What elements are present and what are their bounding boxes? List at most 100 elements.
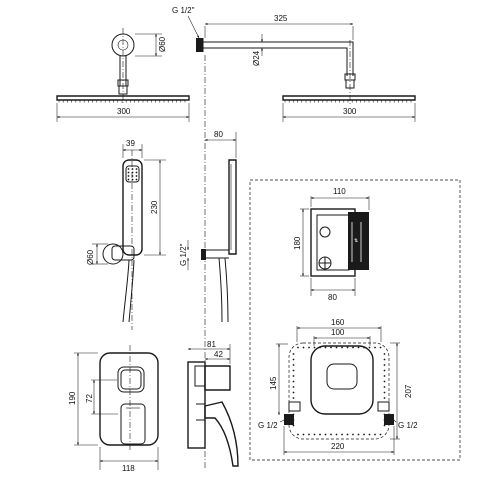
outline-dot bbox=[319, 433, 321, 436]
outline-dot bbox=[368, 433, 371, 436]
outline-dot bbox=[292, 386, 295, 388]
box-total-width-label: 220 bbox=[331, 442, 345, 451]
outline-dot bbox=[297, 346, 299, 349]
box-depth-label: 80 bbox=[328, 293, 337, 302]
outline-dot bbox=[383, 380, 386, 383]
hose-outlet-thread-label: G 1/2" bbox=[179, 243, 188, 266]
overhead-shower-front-view: Ø60 300 bbox=[56, 28, 190, 122]
head-width-front-label: 300 bbox=[117, 107, 131, 116]
outline-dot bbox=[346, 346, 349, 349]
outline-dot bbox=[292, 353, 295, 355]
nozzle-row-side bbox=[284, 100, 412, 103]
outline-dot bbox=[383, 364, 386, 366]
outline-dot bbox=[292, 397, 295, 399]
mixer-window-height-label: 72 bbox=[85, 394, 94, 403]
outline-dot bbox=[335, 433, 338, 436]
plate-inner-width-label: 100 bbox=[331, 328, 345, 337]
outline-dot bbox=[292, 380, 295, 383]
wall-inlet-block bbox=[196, 38, 203, 52]
outline-dot bbox=[379, 346, 382, 349]
spray-dot bbox=[135, 175, 138, 177]
outline-dot bbox=[374, 433, 376, 436]
outline-dot bbox=[357, 433, 360, 436]
outline-dot bbox=[297, 433, 299, 436]
head-connector-diameter-label: Ø60 bbox=[158, 36, 167, 52]
outline-dot bbox=[330, 433, 332, 436]
outline-dot bbox=[383, 397, 386, 399]
mixer-side-view: 81 42 bbox=[187, 340, 239, 467]
outline-dot bbox=[308, 433, 310, 436]
outline-dot bbox=[368, 346, 371, 349]
hand-shower-length-label: 230 bbox=[150, 200, 159, 214]
outline-dot bbox=[346, 433, 349, 436]
outline-dot bbox=[292, 424, 295, 427]
dot-outline bbox=[292, 346, 386, 436]
mixer-projection-plate-label: 42 bbox=[214, 350, 223, 359]
plate-inner-height-label: 145 bbox=[269, 376, 278, 390]
outline-dot bbox=[324, 346, 327, 349]
inlet-thread-label: G 1/2" bbox=[172, 6, 195, 15]
overhead-shower-side-view: G 1/2" 325 Ø24 300 bbox=[172, 6, 416, 122]
outline-dot bbox=[374, 346, 376, 349]
outline-dot bbox=[302, 433, 305, 436]
nozzle-row bbox=[58, 100, 186, 103]
head-width-side-label: 300 bbox=[343, 107, 357, 116]
spray-dot bbox=[127, 175, 130, 177]
outline-dot bbox=[313, 346, 316, 349]
spray-dot bbox=[135, 171, 138, 174]
outline-dot bbox=[341, 433, 343, 436]
thread-right-label: G 1/2 bbox=[398, 421, 418, 430]
outline-dot bbox=[313, 433, 316, 436]
spray-dot bbox=[127, 178, 130, 181]
outline-dot bbox=[383, 386, 386, 388]
outline-dot bbox=[383, 375, 386, 377]
outline-dot bbox=[335, 346, 338, 349]
outline-dot bbox=[330, 346, 332, 349]
box-height-label: 180 bbox=[293, 236, 302, 250]
outline-dot bbox=[363, 433, 365, 436]
outline-dot bbox=[292, 358, 295, 361]
concealed-box-front-view: ⇅ 110 180 80 bbox=[293, 187, 370, 302]
mixer-front-view: 190 72 118 bbox=[68, 345, 159, 473]
hand-shower-side-view: 80 G 1/2" bbox=[179, 130, 237, 323]
mixer-height-label: 190 bbox=[68, 391, 77, 405]
outline-dot bbox=[292, 369, 295, 372]
spray-dot bbox=[127, 168, 130, 170]
outline-dot bbox=[352, 346, 354, 349]
outline-dot bbox=[292, 364, 295, 366]
svg-text:⇅: ⇅ bbox=[354, 238, 358, 244]
holder-projection-label: 80 bbox=[214, 130, 223, 139]
plate-outer-width-label: 160 bbox=[331, 318, 345, 327]
mixer-projection-total-label: 81 bbox=[207, 340, 216, 349]
holder-diameter-label: Ø60 bbox=[86, 249, 95, 265]
hand-shower-front-view: 39 230 Ø60 bbox=[86, 139, 166, 330]
concealed-box-wall-plate: 160 100 145 207 G 1/2 G 1/2 220 bbox=[258, 318, 418, 455]
arm-diameter-label: Ø24 bbox=[252, 50, 261, 66]
outline-dot bbox=[383, 369, 386, 372]
mixer-width-label: 118 bbox=[122, 464, 135, 473]
outline-dot bbox=[292, 391, 295, 394]
outline-dot bbox=[383, 353, 386, 355]
spray-dots bbox=[127, 168, 138, 181]
outline-dot bbox=[324, 433, 327, 436]
spray-dot bbox=[131, 178, 134, 181]
outline-dot bbox=[308, 346, 310, 349]
outline-dot bbox=[357, 346, 360, 349]
spray-dot bbox=[135, 178, 138, 181]
outline-dot bbox=[383, 424, 386, 427]
thread-left-label: G 1/2 bbox=[258, 421, 278, 430]
outline-dot bbox=[379, 433, 382, 436]
outline-dot bbox=[341, 346, 343, 349]
outline-dot bbox=[352, 433, 354, 436]
hand-shower-width-label: 39 bbox=[126, 139, 135, 148]
outline-dot bbox=[383, 391, 386, 394]
concealed-box-frame bbox=[249, 179, 461, 461]
box-width-label: 110 bbox=[333, 187, 346, 196]
outline-dot bbox=[302, 346, 305, 349]
spray-dot bbox=[135, 168, 138, 170]
outline-dot bbox=[292, 375, 295, 377]
holder-flange bbox=[102, 243, 124, 265]
plate-outer-height-label: 207 bbox=[404, 384, 413, 398]
arm-length-label: 325 bbox=[274, 14, 288, 23]
outline-dot bbox=[383, 358, 386, 361]
